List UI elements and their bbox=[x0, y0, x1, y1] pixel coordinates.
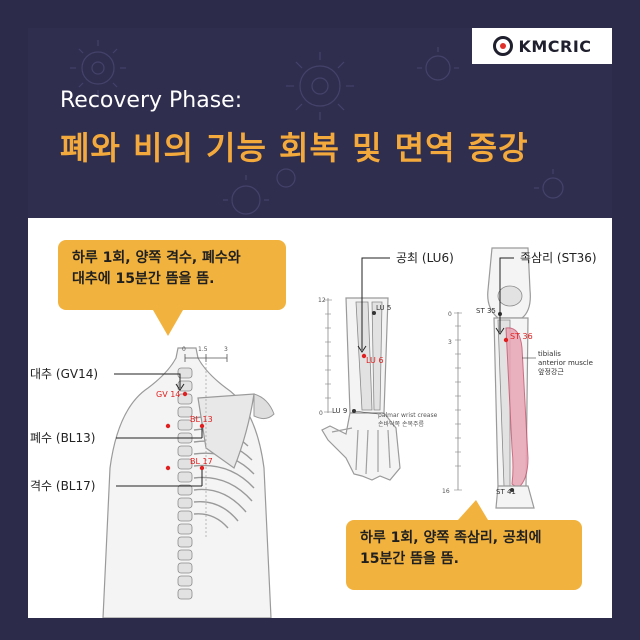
instruction-back-line2: 대추에 15분간 뜸을 뜸. bbox=[72, 271, 215, 287]
st41-point bbox=[510, 488, 514, 492]
back-scale-1-5: 1.5 bbox=[198, 346, 208, 353]
back-figure: 0 1.5 3 GV 14 BL 13 BL 17 bbox=[30, 346, 275, 618]
kmcric-logo: KMCRIC bbox=[472, 28, 612, 64]
instruction-bubble-back: 하루 1회, 양쪽 격수, 폐수와 대추에 15분간 뜸을 뜸. bbox=[58, 240, 286, 310]
brand-name: KMCRIC bbox=[518, 36, 592, 56]
lu5-label: LU 5 bbox=[376, 304, 391, 312]
instruction-limbs-line2: 15분간 뜸을 뜸. bbox=[360, 551, 459, 567]
leg-scale-3: 3 bbox=[448, 339, 452, 346]
bl17-label: 격수 (BL17) bbox=[30, 479, 95, 493]
bl13-label: 폐수 (BL13) bbox=[30, 431, 95, 445]
back-scale-0: 0 bbox=[182, 346, 186, 353]
kmcric-mark-icon bbox=[493, 36, 514, 56]
lu6-label: 공최 (LU6) bbox=[396, 251, 454, 265]
gv14-point bbox=[182, 391, 188, 397]
arm-scale-12: 12 bbox=[318, 297, 326, 304]
st36-point bbox=[503, 337, 509, 343]
wrist-crease-ko: 손바닥쪽 손목주름 bbox=[378, 420, 425, 428]
instruction-back-line1: 하루 1회, 양쪽 격수, 폐수와 bbox=[72, 250, 241, 266]
bubble-bottom-tail bbox=[458, 500, 488, 520]
phase-label: Recovery Phase: bbox=[60, 88, 243, 113]
bl17-point-right bbox=[165, 465, 171, 471]
muscle-label-ko: 앞정강근 bbox=[538, 367, 564, 376]
lu5-point bbox=[372, 311, 376, 315]
anatomy-illustration: 0 1.5 3 GV 14 BL 13 BL 17 bbox=[30, 247, 597, 618]
st36-label: 족삼리 (ST36) bbox=[520, 251, 597, 265]
bl13-point-right bbox=[165, 423, 171, 429]
leg-scale-16: 16 bbox=[442, 488, 450, 495]
lu6-point bbox=[361, 353, 367, 359]
bl13-point-left bbox=[199, 423, 205, 429]
st36-point-label: ST 36 bbox=[510, 332, 533, 341]
back-scale-3: 3 bbox=[224, 346, 228, 353]
page-title: 폐와 비의 기능 회복 및 면역 증강 bbox=[60, 129, 529, 167]
gv14-point-label: GV 14 bbox=[156, 390, 180, 399]
virus-decoration bbox=[70, 40, 564, 215]
st41-label: ST 41 bbox=[496, 488, 516, 496]
arm-figure: 12 0 LU 5 LU 6 bbox=[318, 251, 454, 481]
leg-scale-0: 0 bbox=[448, 311, 452, 318]
lu6-point-label: LU 6 bbox=[366, 356, 384, 365]
illustration-panel: 0 1.5 3 GV 14 BL 13 BL 17 bbox=[28, 218, 612, 618]
bl17-point-label: BL 17 bbox=[190, 457, 213, 466]
instruction-bubble-limbs: 하루 1회, 양쪽 족삼리, 공최에 15분간 뜸을 뜸. bbox=[346, 520, 582, 590]
muscle-label-en2: anterior muscle bbox=[538, 359, 593, 367]
leg-figure: 0 3 16 ST 35 ST 36 ST 41 bbox=[442, 247, 597, 509]
lu9-label: LU 9 bbox=[332, 407, 347, 415]
arm-scale-0: 0 bbox=[319, 410, 323, 417]
instruction-limbs-line1: 하루 1회, 양쪽 족삼리, 공최에 bbox=[360, 530, 542, 546]
st35-label: ST 35 bbox=[476, 307, 496, 315]
bubble-top-tail bbox=[153, 310, 183, 336]
muscle-label-en1: tibialis bbox=[538, 350, 561, 358]
bl13-point-label: BL 13 bbox=[190, 415, 213, 424]
gv14-label: 대추 (GV14) bbox=[30, 367, 98, 381]
header-banner: KMCRIC Recovery Phase: 폐와 비의 기능 회복 및 면역 … bbox=[28, 28, 612, 218]
bl17-point-left bbox=[199, 465, 205, 471]
wrist-crease-en: palmar wrist crease bbox=[378, 412, 438, 419]
